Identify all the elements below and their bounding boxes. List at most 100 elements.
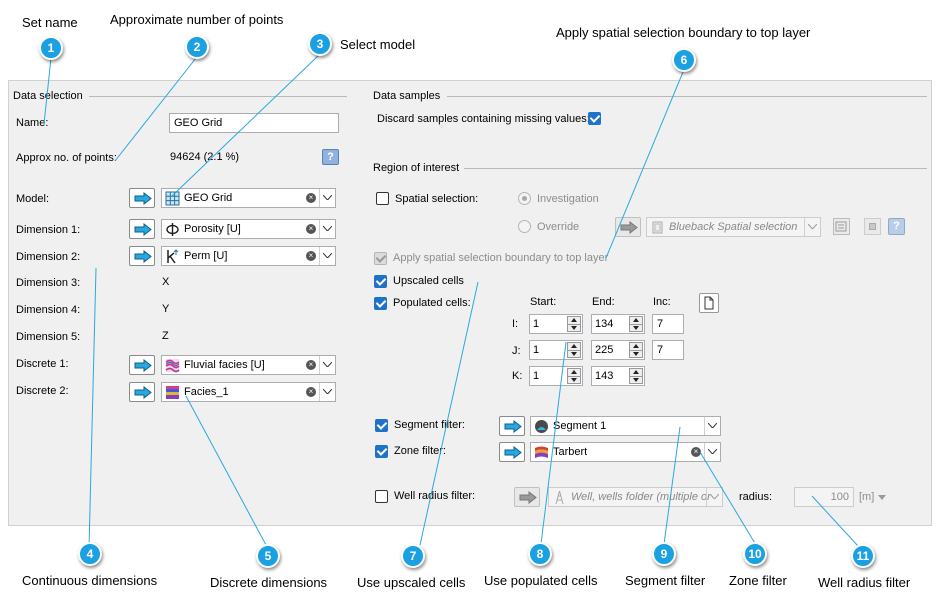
dim4-value: Y (162, 303, 170, 315)
spatial-selection-combo[interactable]: Blueback Spatial selection (646, 217, 821, 237)
dim1-combo[interactable]: Porosity [U] × (161, 219, 336, 239)
chevron-down-icon[interactable] (319, 220, 335, 238)
i-start-spinner[interactable]: 1 (529, 314, 583, 334)
chevron-down-icon[interactable] (319, 356, 335, 374)
spatial-insert-button[interactable] (615, 217, 641, 237)
annotation-well-radius: Well radius filter (818, 575, 911, 590)
model-combo[interactable]: GEO Grid × (161, 188, 336, 208)
disc2-label: Discrete 2: (16, 385, 69, 397)
callout-9: 9 (652, 542, 676, 566)
end-header: End: (592, 296, 615, 308)
dim3-value: X (162, 276, 170, 288)
chevron-down-icon[interactable] (804, 218, 820, 236)
unit-dropdown-icon[interactable] (878, 495, 886, 500)
clear-icon[interactable]: × (306, 360, 316, 370)
dim1-value: Porosity [U] (184, 223, 241, 235)
disc1-label: Discrete 1: (16, 358, 69, 370)
clear-icon[interactable]: × (306, 193, 316, 203)
annotation-set-name: Set name (22, 15, 78, 30)
annotation-continuous: Continuous dimensions (22, 573, 158, 588)
segment-icon (535, 420, 548, 433)
zone-filter-checkbox[interactable] (375, 445, 388, 458)
investigation-label: Investigation (537, 193, 599, 205)
spinner-arrows-icon[interactable] (629, 368, 643, 384)
disc1-insert-button[interactable] (129, 355, 155, 375)
permeability-icon (167, 249, 179, 264)
segment-insert-button[interactable] (499, 416, 525, 436)
chevron-down-icon[interactable] (319, 247, 335, 265)
apply-boundary-checkbox[interactable] (374, 252, 387, 265)
help-icon[interactable]: ? (888, 218, 905, 235)
override-radio[interactable] (518, 220, 531, 233)
discard-checkbox[interactable] (588, 112, 601, 125)
approx-points-value: 94624 (2.1 %) (170, 151, 240, 163)
dim5-label: Dimension 5: (16, 331, 81, 343)
dim2-combo[interactable]: Perm [U] × (161, 246, 336, 266)
upscaled-cells-checkbox[interactable] (374, 275, 387, 288)
zone-value: Tarbert (553, 446, 588, 458)
annotation-segment-filter: Segment filter (625, 573, 706, 588)
axis-k-label: K: (512, 370, 523, 382)
dim2-insert-button[interactable] (129, 246, 155, 266)
k-end-spinner[interactable]: 143 (591, 366, 645, 386)
j-start-spinner[interactable]: 1 (529, 340, 583, 360)
well-insert-button[interactable] (514, 487, 540, 507)
new-document-icon[interactable] (699, 293, 719, 313)
dim1-insert-button[interactable] (129, 219, 155, 239)
spinner-arrows-icon[interactable] (567, 368, 581, 384)
divider (447, 96, 927, 97)
i-start-value: 1 (533, 318, 540, 330)
clear-icon[interactable]: × (691, 447, 701, 457)
settings-icon[interactable] (833, 218, 850, 235)
populated-cells-checkbox[interactable] (374, 297, 387, 310)
segment-filter-checkbox[interactable] (375, 419, 388, 432)
zone-combo[interactable]: Tarbert × (530, 442, 721, 462)
disc1-value: Fluvial facies [U] (184, 359, 265, 371)
j-start-value: 1 (533, 344, 540, 356)
annotation-use-populated: Use populated cells (484, 573, 598, 588)
disc1-combo[interactable]: Fluvial facies [U] × (161, 355, 336, 375)
spatial-selection-checkbox[interactable] (376, 192, 389, 205)
chevron-down-icon[interactable] (704, 417, 720, 435)
i-end-spinner[interactable]: 134 (591, 314, 645, 334)
segment-value: Segment 1 (553, 420, 607, 432)
name-input[interactable]: GEO Grid (169, 113, 339, 133)
j-inc-input[interactable]: 7 (652, 340, 684, 360)
clear-icon[interactable]: × (306, 387, 316, 397)
spinner-arrows-icon[interactable] (567, 316, 581, 332)
chevron-down-icon[interactable] (319, 383, 335, 401)
investigation-radio[interactable] (518, 192, 531, 205)
callout-7: 7 (401, 544, 425, 568)
k-end-value: 143 (595, 370, 614, 382)
clear-icon[interactable]: × (306, 224, 316, 234)
j-end-spinner[interactable]: 225 (591, 340, 645, 360)
spinner-arrows-icon[interactable] (567, 342, 581, 358)
divider (464, 168, 927, 169)
segment-combo[interactable]: Segment 1 (530, 416, 721, 436)
radius-input[interactable]: 100 (794, 487, 854, 507)
chevron-down-icon[interactable] (706, 488, 722, 506)
well-radius-checkbox[interactable] (375, 490, 388, 503)
chevron-down-icon[interactable] (319, 189, 335, 207)
arrow-right-icon (620, 221, 638, 234)
dialog-panel: Data selection Name: GEO Grid Approx no.… (8, 80, 932, 526)
radius-label: radius: (739, 491, 773, 503)
k-start-spinner[interactable]: 1 (529, 366, 583, 386)
chevron-down-icon[interactable] (704, 443, 720, 461)
model-insert-button[interactable] (129, 188, 155, 208)
help-icon[interactable]: ? (322, 149, 339, 165)
clear-icon[interactable]: × (306, 251, 316, 261)
zone-insert-button[interactable] (499, 442, 525, 462)
spinner-arrows-icon[interactable] (629, 316, 643, 332)
spinner-arrows-icon[interactable] (629, 342, 643, 358)
clear-selection-icon[interactable] (864, 218, 881, 235)
annotation-apply-boundary: Apply spatial selection boundary to top … (556, 25, 811, 40)
start-header: Start: (530, 296, 557, 308)
callout-1: 1 (39, 36, 63, 60)
disc2-insert-button[interactable] (129, 382, 155, 402)
i-inc-input[interactable]: 7 (652, 314, 684, 334)
disc2-combo[interactable]: Facies_1 × (161, 382, 336, 402)
well-combo[interactable]: Well, wells folder (multiple or (548, 487, 723, 507)
annotation-discrete: Discrete dimensions (210, 575, 328, 590)
